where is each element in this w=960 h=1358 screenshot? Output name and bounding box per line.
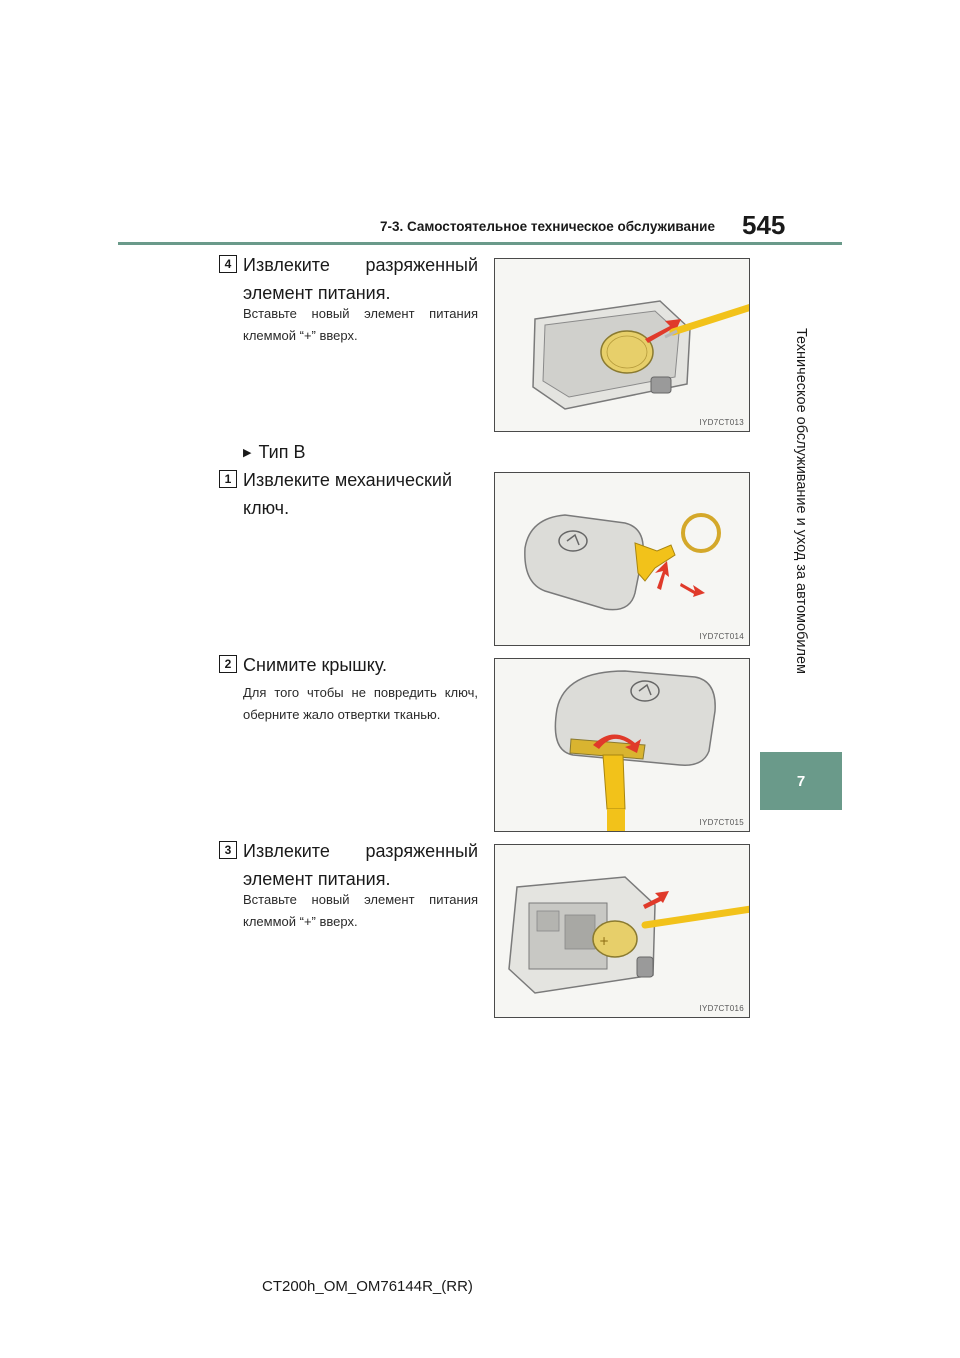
svg-text:+: + <box>599 934 609 948</box>
section-title: 7-3. Самостоятельное техническое обслужи… <box>380 219 715 234</box>
chapter-side-tab: Техническое обслуживание и уход за автом… <box>760 254 842 748</box>
chapter-side-label: Техническое обслуживание и уход за автом… <box>793 328 809 674</box>
step-3-note: Вставьте новый элемент питания клеммой “… <box>243 892 478 929</box>
page-number: 545 <box>742 210 786 240</box>
type-b-heading: ▶ Тип B <box>243 438 305 467</box>
step-badge-1: 1 <box>219 470 237 488</box>
figure-code: IYD7CT013 <box>699 418 744 427</box>
step-4-title: Извлеките разряженный элемент питания. <box>243 251 478 307</box>
step-2-title: Снимите крышку. <box>243 655 388 675</box>
figure-remove-cover: IYD7CT015 <box>494 658 750 832</box>
header-rule <box>118 242 842 245</box>
type-b-label: Тип B <box>258 442 306 462</box>
step-3-title: Извлеките разряженный элемент питания. <box>243 837 478 893</box>
document-id: CT200h_OM_OM76144R_(RR) <box>262 1278 473 1295</box>
key-open-battery-illustration <box>532 300 749 410</box>
cover-removal-illustration <box>554 670 716 831</box>
step-4-title-line1: Извлеките разряженный <box>243 255 478 275</box>
figure-remove-mechanical-key: IYD7CT014 <box>494 472 750 646</box>
figure-battery-removal-a: IYD7CT013 <box>494 258 750 432</box>
step-badge-2: 2 <box>219 655 237 673</box>
figure-battery-removal-b: + IYD7CT016 <box>494 844 750 1018</box>
triangle-right-icon: ▶ <box>243 447 252 460</box>
step-4-title-line2: элемент питания. <box>243 283 391 303</box>
figure-code: IYD7CT016 <box>699 1004 744 1013</box>
step-badge-3: 3 <box>219 841 237 859</box>
step-1-title: Извлеките механический ключ. <box>243 470 453 518</box>
step-3-title-line1: Извлеките разряженный <box>243 841 478 861</box>
step-2-note: Для того чтобы не повредить ключ, оберни… <box>243 685 478 722</box>
open-key-battery-illustration: + <box>508 876 749 994</box>
figure-code: IYD7CT015 <box>699 818 744 827</box>
step-3-title-line2: элемент питания. <box>243 869 391 889</box>
key-fob-with-ring-illustration <box>524 513 721 611</box>
figure-code: IYD7CT014 <box>699 632 744 641</box>
chapter-number-box: 7 <box>760 752 842 810</box>
step-badge-4: 4 <box>219 255 237 273</box>
step-4-note: Вставьте новый элемент питания клеммой “… <box>243 306 478 343</box>
